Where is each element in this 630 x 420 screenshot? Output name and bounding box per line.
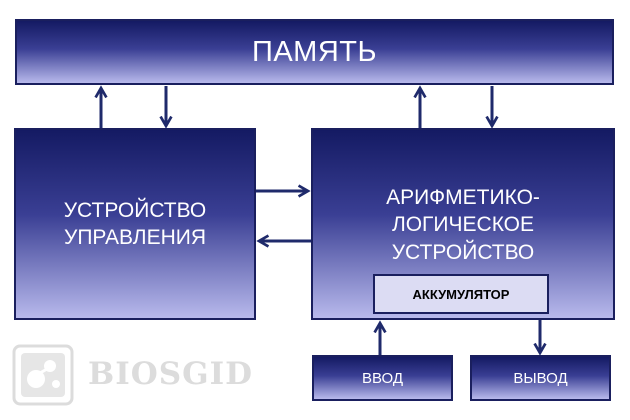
input-label: ВВОД bbox=[361, 369, 403, 387]
alu-label-line-3: УСТРОЙСТВО bbox=[391, 240, 535, 264]
output-block: ВЫВОД bbox=[470, 355, 611, 401]
biosgid-logo-icon bbox=[12, 344, 74, 406]
alu-label-line-1: АРИФМЕТИКО- bbox=[386, 186, 540, 209]
control-unit-label-line-1: УСТРОЙСТВО bbox=[63, 198, 207, 222]
memory-block: ПАМЯТЬ bbox=[15, 19, 614, 85]
control-unit-block: УСТРОЙСТВО УПРАВЛЕНИЯ bbox=[14, 128, 256, 320]
memory-label: ПАМЯТЬ bbox=[251, 35, 378, 68]
accumulator-label: АККУМУЛЯТОР bbox=[412, 286, 510, 302]
output-label: ВЫВОД bbox=[513, 369, 568, 387]
alu-label-line-2: ЛОГИЧЕСКОЕ bbox=[391, 213, 535, 237]
control-unit-label-line-2: УПРАВЛЕНИЯ bbox=[63, 226, 207, 249]
accumulator-block: АККУМУЛЯТОР bbox=[373, 274, 549, 314]
input-block: ВВОД bbox=[312, 355, 453, 401]
watermark-text: BIOSGID bbox=[88, 356, 253, 392]
